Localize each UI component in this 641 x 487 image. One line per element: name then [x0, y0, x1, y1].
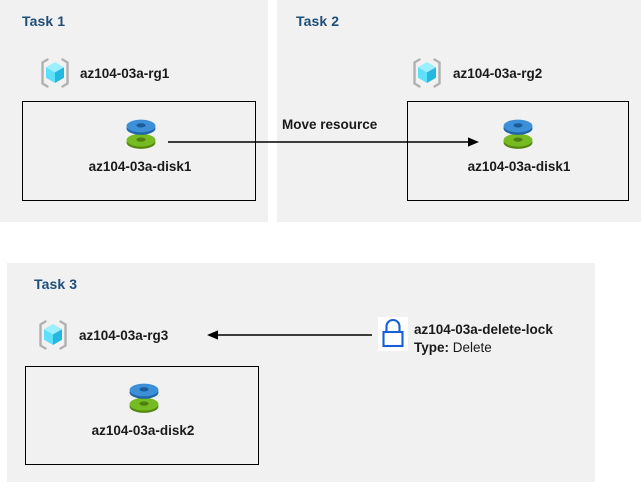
task3-panel: Task 3 az104-03a-rg3 az104-03a-disk2 [7, 263, 595, 482]
task1-resource-group-label: az104-03a-rg1 [80, 66, 170, 81]
task1-panel: Task 1 az104-03a-rg1 [0, 0, 268, 222]
resource-group-icon [36, 318, 70, 352]
task2-resource-label: az104-03a-disk1 [467, 159, 571, 174]
task3-resource-label: az104-03a-disk2 [91, 423, 195, 438]
lock-name-label: az104-03a-delete-lock [414, 322, 553, 337]
task1-resource-label: az104-03a-disk1 [88, 159, 192, 174]
resource-group-icon [410, 56, 444, 90]
task1-resource-box: az104-03a-disk1 [22, 101, 256, 201]
lock-type-value: Delete [452, 340, 492, 355]
lock-icon [378, 317, 408, 351]
disk-icon [124, 115, 158, 151]
disk-icon [127, 379, 161, 415]
task2-resource-box: az104-03a-disk1 [407, 101, 629, 201]
task3-resource-group-label: az104-03a-rg3 [79, 328, 169, 343]
task3-title: Task 3 [34, 276, 78, 292]
task2-title: Task 2 [296, 13, 340, 29]
lock-type-label: Type: Delete [414, 340, 492, 355]
move-resource-label: Move resource [282, 117, 378, 132]
resource-group-icon [38, 56, 72, 90]
lock-type-key: Type: [414, 340, 450, 355]
task2-resource-group-label: az104-03a-rg2 [453, 66, 543, 81]
task3-resource-box: az104-03a-disk2 [25, 366, 259, 465]
disk-icon [501, 115, 535, 151]
task2-panel: Task 2 az104-03a-rg2 az104-03a-disk1 [277, 0, 641, 222]
task1-title: Task 1 [22, 13, 66, 29]
